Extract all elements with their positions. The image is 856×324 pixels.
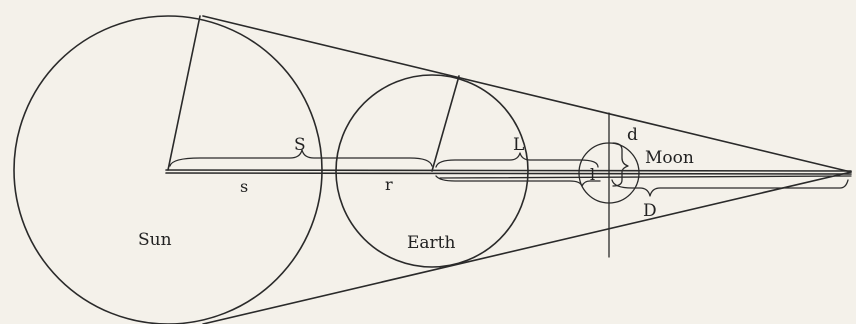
label-d: d [627, 125, 638, 145]
label-earth: Earth [407, 233, 456, 253]
brace-S [169, 149, 433, 167]
label-sun: Sun [138, 230, 172, 250]
sun-radius [167, 15, 201, 171]
axis-line-upper [165, 169, 852, 172]
label-moon: Moon [645, 148, 694, 168]
brace-l [435, 175, 601, 187]
upper-tangent-line [202, 15, 852, 173]
earth-radius [431, 75, 460, 172]
label-l: l [590, 165, 595, 184]
label-r: r [385, 175, 393, 194]
axis-line-third [439, 175, 852, 179]
brace-D [611, 179, 849, 197]
brace-L [435, 152, 599, 168]
label-D: D [643, 201, 657, 221]
label-s: s [240, 177, 248, 196]
axis-line-lower [165, 172, 852, 175]
label-S: S [294, 135, 306, 155]
label-L: L [513, 135, 524, 155]
brace-d [612, 142, 629, 187]
lower-tangent-line [202, 171, 852, 324]
